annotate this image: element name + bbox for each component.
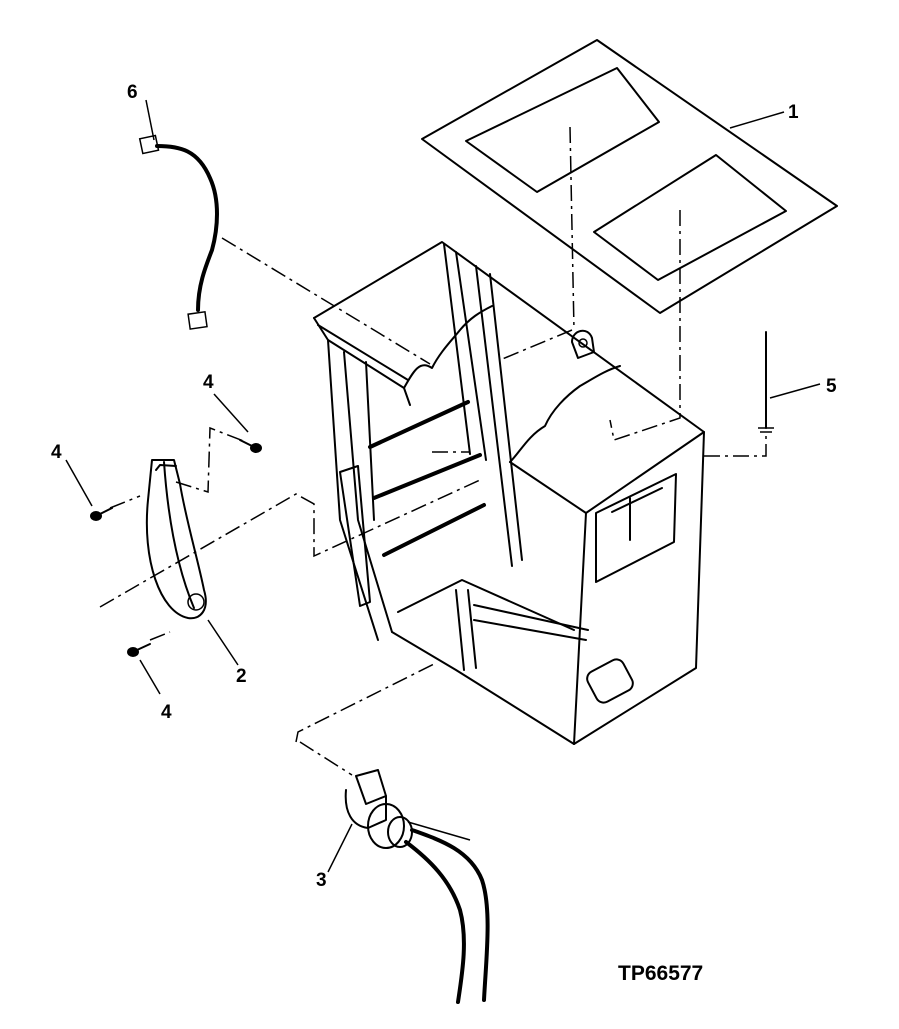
callout-5: 5: [826, 376, 837, 397]
callout-2: 2: [236, 666, 247, 687]
screw-part-4-left: [90, 507, 113, 521]
leader-lines: [65, 99, 821, 873]
figure-id: TP66577: [618, 962, 703, 985]
assembly-lines: [99, 126, 767, 776]
cab-frame: [313, 241, 705, 745]
switch-part-3: [344, 769, 490, 1004]
rod-part-5: [758, 331, 774, 433]
screw-part-4-top: [239, 439, 262, 453]
wire-harness-part-6: [138, 134, 219, 330]
callout-4-left: 4: [51, 442, 62, 463]
lift-eye: [571, 329, 595, 359]
callout-3: 3: [316, 870, 327, 891]
insulation-panel-part-1: [421, 39, 838, 314]
screw-part-4-bottom: [127, 643, 151, 657]
callout-4-top: 4: [203, 372, 214, 393]
bracket-part-2: [145, 459, 207, 620]
callout-6: 6: [127, 82, 138, 103]
callout-1: 1: [788, 102, 799, 123]
callout-4-bottom: 4: [161, 702, 172, 723]
